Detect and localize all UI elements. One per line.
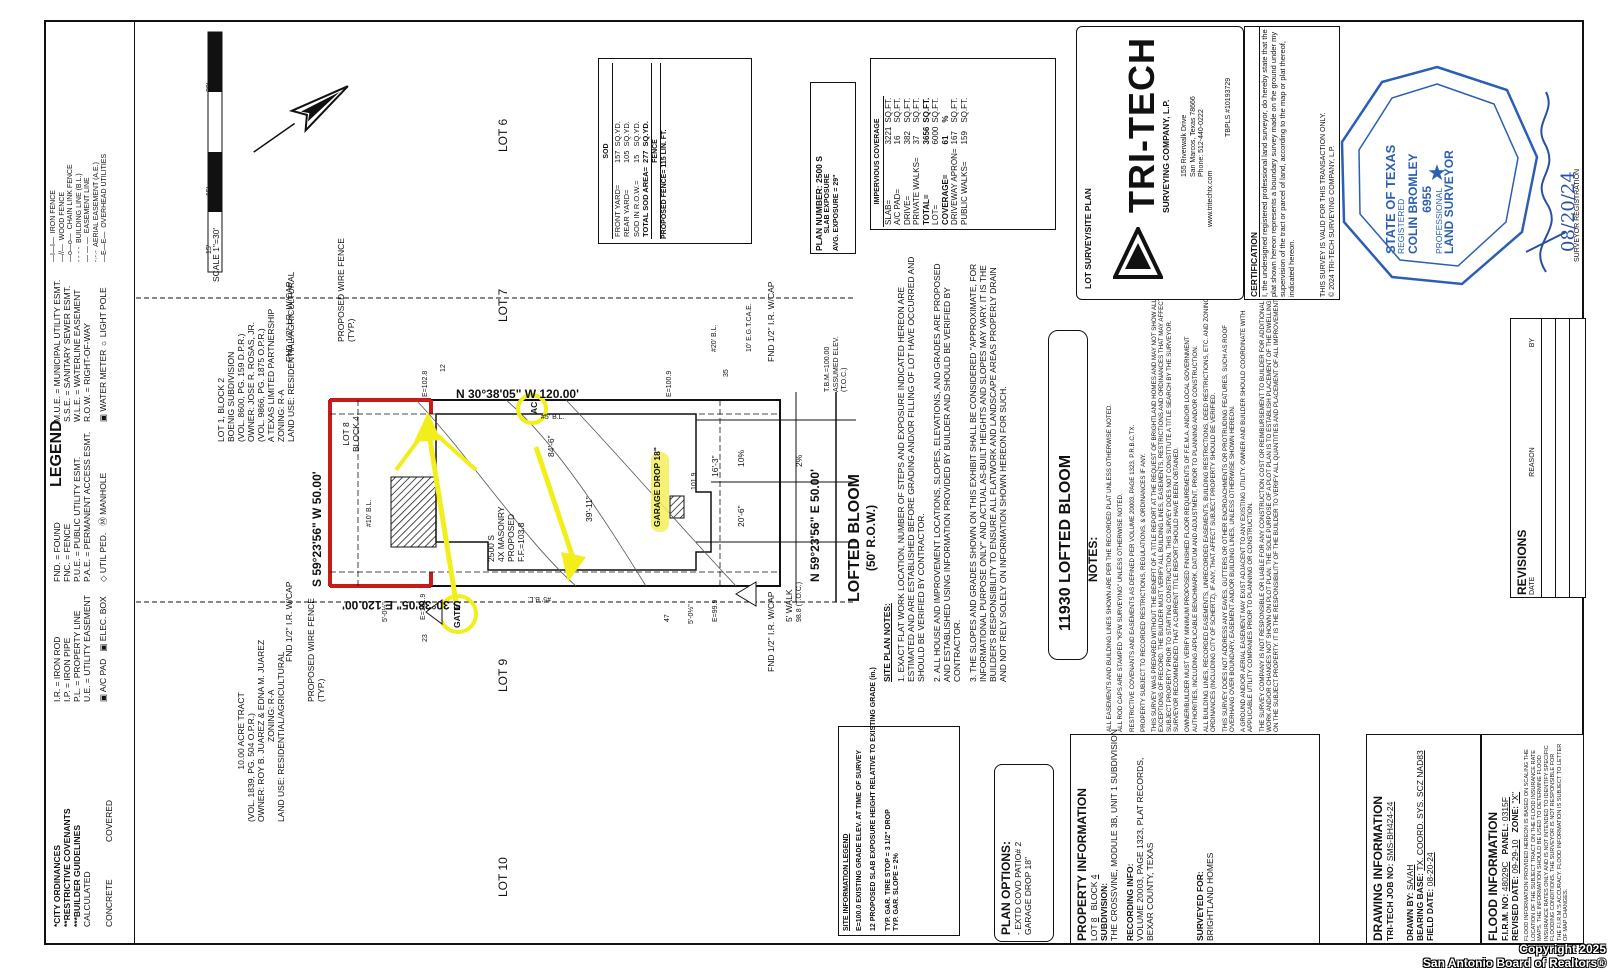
drawing-info: DRAWING INFORMATION TRI-TECH JOB NO: SMS… <box>1366 734 1481 944</box>
realtors-watermark: Copyright 2025 San Antonio Board of Real… <box>1422 942 1606 970</box>
street-name: LOFTED BLOOM(50' R.O.W.) <box>846 474 878 602</box>
svg-text:★: ★ <box>1427 160 1447 185</box>
house-footprint <box>435 413 712 571</box>
plan-number-box: PLAN NUMBER: 2500 S SLAB EXPOSURE AVG. E… <box>810 82 856 254</box>
scale-bar <box>207 31 223 273</box>
survey-sheet: *CITY ORDINANCES **RESTRICTIVE COVENANTS… <box>44 20 1586 945</box>
surveyor-seal: ★ <box>1340 65 1539 286</box>
bearing-rear: S 59°23'56" W 50.00' <box>310 471 324 587</box>
gate-arrow <box>394 412 478 603</box>
plot-plan <box>136 31 856 634</box>
lot-9-label: LOT 9 <box>496 658 510 692</box>
covered-patio <box>390 476 437 548</box>
flood-info: FLOOD INFORMATION F.I.R.M. NO: 48029C PA… <box>1481 734 1584 944</box>
bearing-left: S 30°38'05" E 120.00' <box>342 598 461 612</box>
lot-7-label: LOT 7 <box>496 288 510 322</box>
certification-box: CERTIFICATION I, the undersigned registe… <box>1244 26 1340 300</box>
doc-title: LOT SURVEY/SITE PLAN <box>1083 188 1093 289</box>
tritech-logo-icon <box>1113 227 1163 279</box>
seal-text: STATE OF TEXAS REGISTERED COLIN BROMLEY … <box>1383 144 1456 254</box>
legend-covered: COVERED <box>104 799 114 842</box>
lot-6-label: LOT 6 <box>496 118 510 152</box>
ac-circle <box>516 393 548 425</box>
north-arrow-icon <box>253 85 349 153</box>
address-banner: 11930 LOFTED BLOOM <box>1048 330 1088 660</box>
garage-drop-label: GARAGE DROP 18" <box>652 447 662 527</box>
ac-pad-label: AC <box>529 401 539 414</box>
lot-10-label: LOT 10 <box>496 857 510 897</box>
address-text: 11930 LOFTED BLOOM <box>1057 454 1074 631</box>
adjacent-tract-left: 10.00 ACRE TRACT (VOL. 1839, PG. 504 O.P… <box>236 639 286 822</box>
legend-col4: —I—I— IRON FENCE —//— WOOD FENCE —o—o— C… <box>50 153 108 262</box>
site-plan-notes: SITE PLAN NOTES: 1. EXACT FLAT WORK LOCA… <box>882 256 1008 682</box>
legend-concrete: CONCRETE <box>104 879 114 927</box>
contour-line <box>415 399 577 587</box>
surveyor-signature <box>1525 91 1567 273</box>
tag-23: 23 <box>422 634 429 642</box>
notes-column: NOTES: ALL EASEMENTS AND BUILDING LINES … <box>1086 293 1286 732</box>
bearing-right: N 30°38'05" W 120.00' <box>456 387 579 401</box>
bearing-front: N 59°23'56" E 50.00' <box>808 469 822 582</box>
company-name: TRI-TECH <box>1121 37 1162 213</box>
plan-options: PLAN OPTIONS: - EXTD COVD PATIO# 2 GARAG… <box>994 764 1054 942</box>
legend-title: LEGEND <box>48 420 65 487</box>
company-title-block: LOT SURVEY/SITE PLAN TRI-TECH SURVEYING … <box>1076 26 1244 300</box>
tag-12: 12 <box>440 364 447 372</box>
notes-title: NOTES: <box>1086 536 1100 582</box>
legend-symbol-ac: ▣ A/C PAD ▣ ELEC. BOX <box>98 596 108 702</box>
gate-label: GATE <box>452 605 462 628</box>
legend-col3: M.U.E. = MUNICIPAL UTILITY ESMT.S.S.E. =… <box>52 279 108 422</box>
garage-drop-highlight <box>651 452 669 532</box>
notes-list: ALL EASEMENTS AND BUILDING LINES SHOWN A… <box>1106 293 1281 732</box>
property-info: PROPERTY INFORMATION LOT 8 BLOCK 4 SUBDI… <box>1070 729 1320 944</box>
tag-47: 47 <box>664 614 671 622</box>
site-info-legend: SITE INFORMATION LEGEND E=100.0 EXISTING… <box>838 667 960 936</box>
legend-strip: *CITY ORDINANCES **RESTRICTIVE COVENANTS… <box>46 22 135 943</box>
tag-35: 35 <box>723 369 730 377</box>
